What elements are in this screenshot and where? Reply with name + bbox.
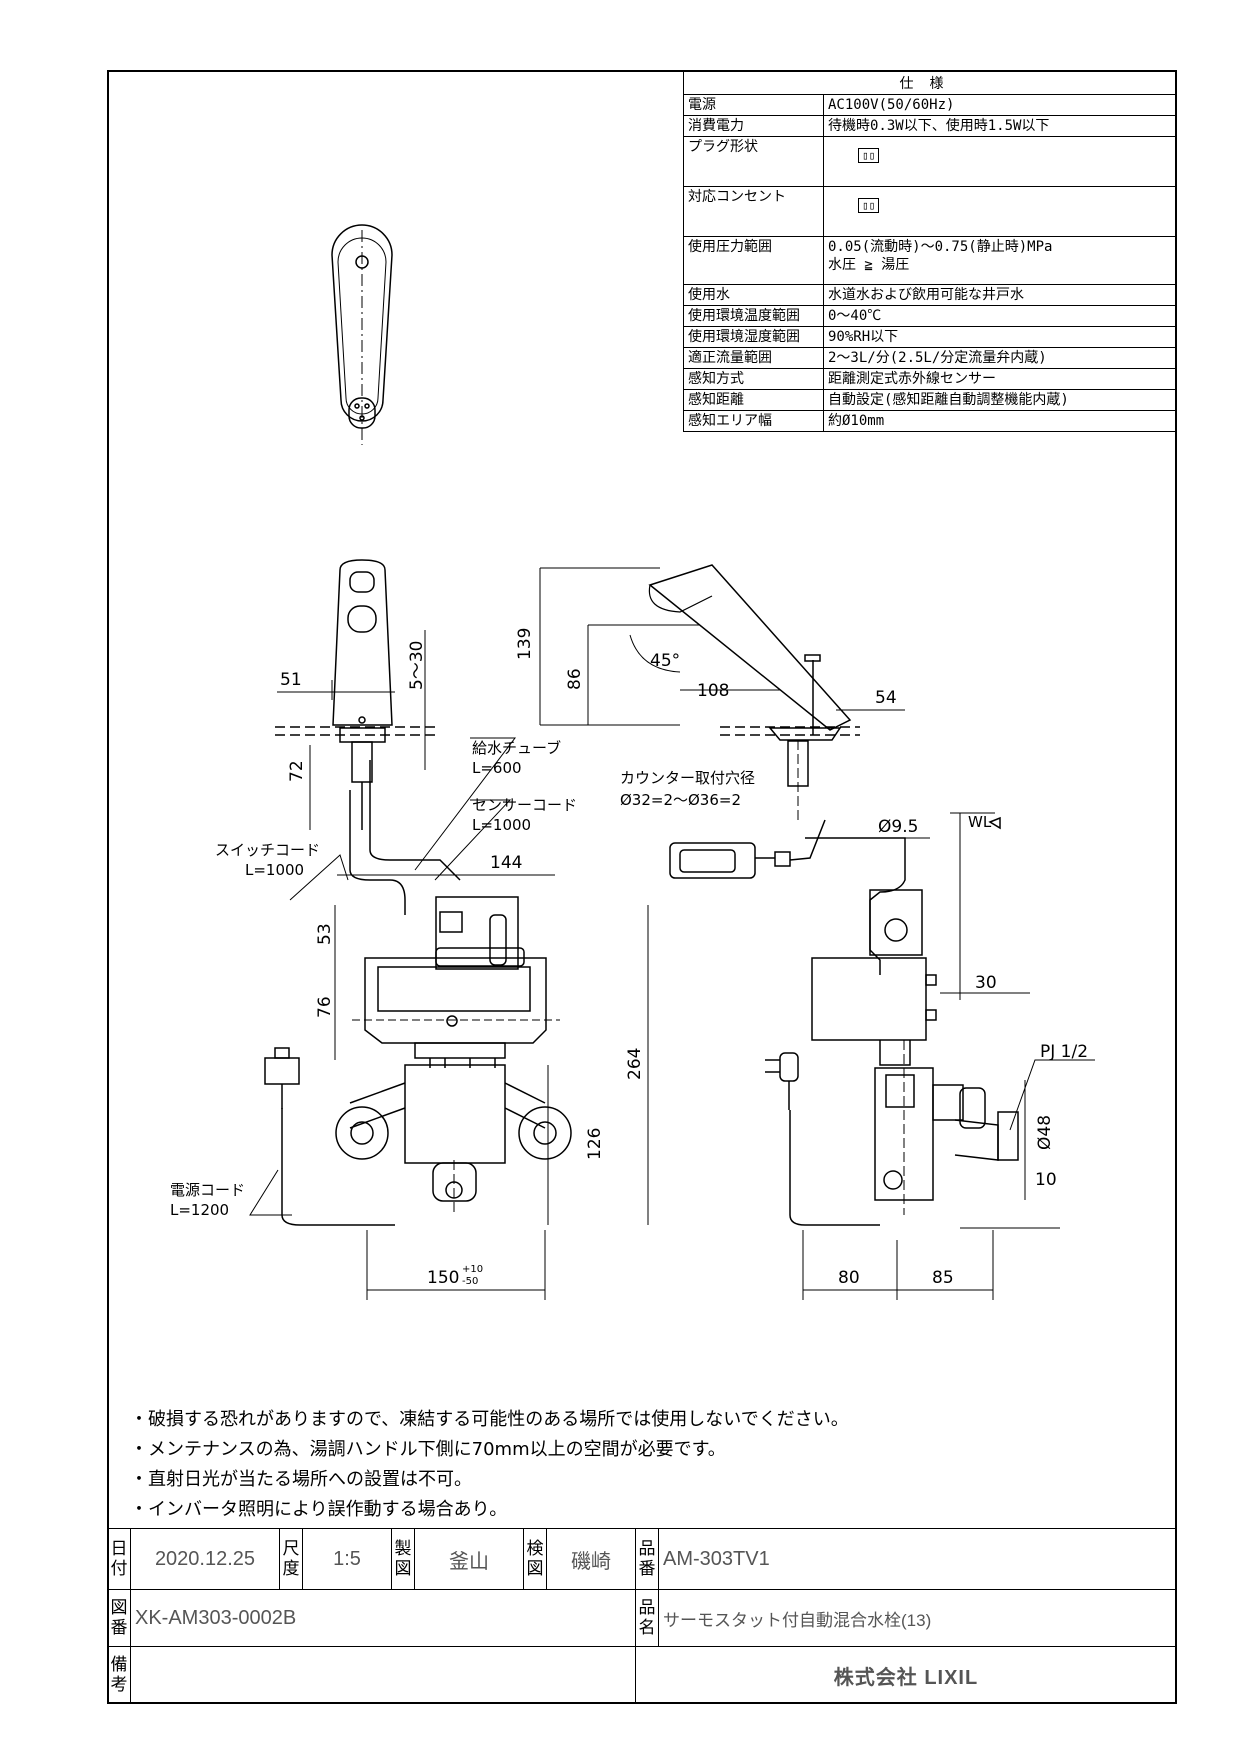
dim-108: 108 xyxy=(697,681,729,701)
dim-72: 72 xyxy=(287,760,307,782)
note-item: ・破損する恐れがありますので、凍結する可能性のある場所では使用しないでください。 xyxy=(130,1409,849,1430)
dim-126: 126 xyxy=(585,1128,605,1160)
outlet-icon: ▯▯ xyxy=(858,198,880,213)
label-counter-hole-dia: Ø32=2～Ø36=2 xyxy=(620,791,741,809)
dim-54: 54 xyxy=(875,688,897,708)
side-view xyxy=(539,564,1095,1300)
date-label: 日付 xyxy=(107,1527,131,1591)
drawn-label: 製図 xyxy=(391,1527,415,1591)
date-value: 2020.12.25 xyxy=(130,1527,280,1591)
checked-label: 検図 xyxy=(523,1527,547,1591)
dim-53: 53 xyxy=(315,923,335,945)
spec-row: 対応コンセント▯▯ xyxy=(683,186,1176,237)
dim-264: 264 xyxy=(625,1048,645,1080)
dim-10: 10 xyxy=(1035,1170,1057,1190)
dim-45-deg: 45° xyxy=(650,651,680,671)
label-kyusui: 給水チューブ xyxy=(472,739,561,757)
remarks-value xyxy=(130,1646,636,1704)
label-wl: WL xyxy=(968,813,992,831)
dim-144: 144 xyxy=(490,853,522,873)
prodname-label: 品名 xyxy=(635,1589,659,1647)
top-view xyxy=(331,224,393,445)
remarks-label: 備考 xyxy=(107,1646,131,1704)
dim-150: 150 xyxy=(427,1268,459,1288)
label-counter-hole: カウンター取付穴径 xyxy=(620,769,755,787)
dim-51: 51 xyxy=(280,670,302,690)
note-item: ・直射日光が当たる場所への設置は不可。 xyxy=(130,1469,472,1490)
dim-86: 86 xyxy=(565,668,585,690)
checked-value: 磯崎 xyxy=(546,1527,636,1591)
note-item: ・インバータ照明により誤作動する場合あり。 xyxy=(130,1499,508,1520)
plug-icon: ▯▯ xyxy=(858,148,880,163)
label-switch-cord: スイッチコード xyxy=(215,841,320,859)
prodno-label: 品番 xyxy=(635,1527,659,1591)
dim-48: Ø48 xyxy=(1035,1115,1055,1150)
spec-row: 感知エリア幅約Ø10mm xyxy=(683,410,1176,432)
label-power-cord: 電源コード xyxy=(170,1181,245,1199)
front-view xyxy=(249,559,649,1300)
dwgno-value: XK-AM303-0002B xyxy=(130,1589,636,1647)
label-sensor-cord: センサーコード xyxy=(472,796,577,814)
spec-row: プラグ形状▯▯ xyxy=(683,136,1176,187)
notes: ・破損する恐れがありますので、凍結する可能性のある場所では使用しないでください。… xyxy=(130,1405,849,1525)
dim-5-30: 5～30 xyxy=(407,641,427,690)
label-sensor-cord-len: L=1000 xyxy=(472,816,531,834)
drawn-value: 釜山 xyxy=(414,1527,524,1591)
scale-value: 1:5 xyxy=(302,1527,392,1591)
dim-76: 76 xyxy=(315,996,335,1018)
label-kyusui-len: L=600 xyxy=(472,759,522,777)
scale-label: 尺度 xyxy=(279,1527,303,1591)
note-item: ・メンテナンスの為、湯調ハンドル下側に70mm以上の空間が必要です。 xyxy=(130,1439,726,1460)
dim-85: 85 xyxy=(932,1268,954,1288)
dwgno-label: 図番 xyxy=(107,1589,131,1647)
label-pj: PJ 1/2 xyxy=(1040,1042,1088,1062)
dim-150-tol-minus: -50 xyxy=(462,1276,478,1287)
label-power-cord-len: L=1200 xyxy=(170,1201,229,1219)
label-switch-cord-len: L=1000 xyxy=(245,861,304,879)
dim-139: 139 xyxy=(515,628,535,660)
dim-80: 80 xyxy=(838,1268,860,1288)
dim-9-5: Ø9.5 xyxy=(878,817,918,837)
dim-150-tol-plus: +10 xyxy=(462,1264,483,1275)
prodno-value: AM-303TV1 xyxy=(658,1527,1177,1591)
prodname-value: サーモスタット付自動混合水栓(13) xyxy=(658,1589,1177,1647)
spec-row: 使用水水道水および飲用可能な井戸水 xyxy=(683,284,1176,306)
dim-30: 30 xyxy=(975,973,997,993)
company-logo: 株式会社 LIXIL xyxy=(635,1646,1177,1704)
title-block: 日付 2020.12.25 尺度 1:5 製図 釜山 検図 磯崎 品番 AM-3… xyxy=(107,1527,1177,1704)
